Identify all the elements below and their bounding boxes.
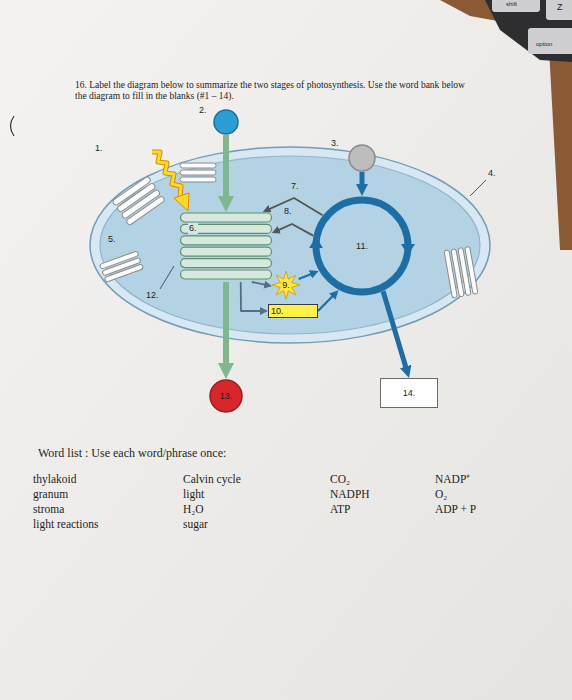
output-circle: 13.: [209, 379, 243, 413]
keyboard-key: [492, 0, 540, 12]
word-bank-item: light reactions: [33, 518, 98, 531]
stroma-region: [100, 156, 480, 334]
output-box: 14.: [380, 378, 438, 408]
granum-stack: 6.: [180, 212, 272, 282]
leader-line: [470, 180, 486, 196]
word-list-heading: Word list : Use each word/phrase once:: [38, 446, 226, 460]
thylakoid-stack: [99, 251, 143, 283]
callout-number: 8.: [283, 206, 293, 217]
callout-number: 14.: [380, 378, 438, 408]
key-label: shift: [506, 0, 517, 8]
callout-number: 9.: [272, 271, 300, 299]
callout-number: 2.: [199, 105, 207, 116]
thylakoid-stack: [112, 176, 165, 226]
word-bank-item: O₂: [435, 488, 447, 501]
word-bank-item: ADP + P: [435, 503, 476, 516]
light-arrow: [152, 152, 189, 211]
callout-number: 5.: [108, 234, 116, 245]
connector-arrow: [383, 291, 406, 369]
connector-arrow: [241, 282, 262, 311]
connector-arrow: [299, 274, 312, 279]
word-bank-item: NADP⁺: [435, 473, 470, 486]
outer-membrane: [90, 147, 490, 343]
connector-arrow: [360, 172, 365, 186]
worksheet-instruction: 16. Label the diagram below to summarize…: [75, 80, 470, 102]
connector-arrow: [223, 282, 229, 366]
word-bank-item: H₂O: [183, 503, 204, 516]
connector-arrow: [269, 198, 323, 215]
light-input-circle: 2.: [213, 109, 239, 135]
node-shape: [213, 109, 239, 135]
keyboard-key: [546, 0, 572, 20]
keyboard-key: [528, 28, 572, 54]
callout-number: 3.: [331, 138, 339, 149]
word-bank-item: stroma: [33, 503, 64, 516]
key-label: option: [536, 40, 552, 48]
page-mark: [11, 116, 15, 136]
callout-number: 12.: [146, 290, 159, 301]
cycle-ring: 11.: [312, 196, 412, 296]
key-label: Z: [557, 2, 563, 13]
connector-arrow: [223, 135, 229, 199]
connector-arrow: [318, 295, 334, 311]
node-shape: [348, 144, 376, 172]
energy-star: 9.: [272, 271, 300, 299]
leader-line: [160, 266, 174, 289]
callout-number: 11.: [312, 196, 412, 296]
thylakoid-stack: [444, 246, 478, 298]
callout-number: 6.: [188, 223, 198, 234]
word-bank-item: thylakoid: [33, 473, 76, 486]
callout-number: 13.: [209, 379, 243, 413]
word-bank-item: light: [183, 488, 204, 501]
word-bank-item: NADPH: [330, 488, 370, 501]
connector-arrow: [278, 224, 313, 236]
word-bank-item: Calvin cycle: [183, 473, 241, 486]
callout-number: 1.: [95, 143, 103, 154]
callout-number: 7.: [290, 181, 300, 192]
word-bank-item: granum: [33, 488, 68, 501]
word-bank-item: ATP: [330, 503, 350, 516]
callout-number: 4.: [488, 168, 496, 179]
gas-input-circle: 3.: [348, 144, 376, 172]
connector-arrow: [252, 282, 266, 285]
callout-number: 10.: [271, 306, 284, 317]
product-box: 10.: [268, 304, 318, 318]
word-bank-item: sugar: [183, 518, 208, 531]
word-bank-item: CO₂: [330, 473, 350, 486]
thylakoid-stack: [180, 163, 216, 182]
